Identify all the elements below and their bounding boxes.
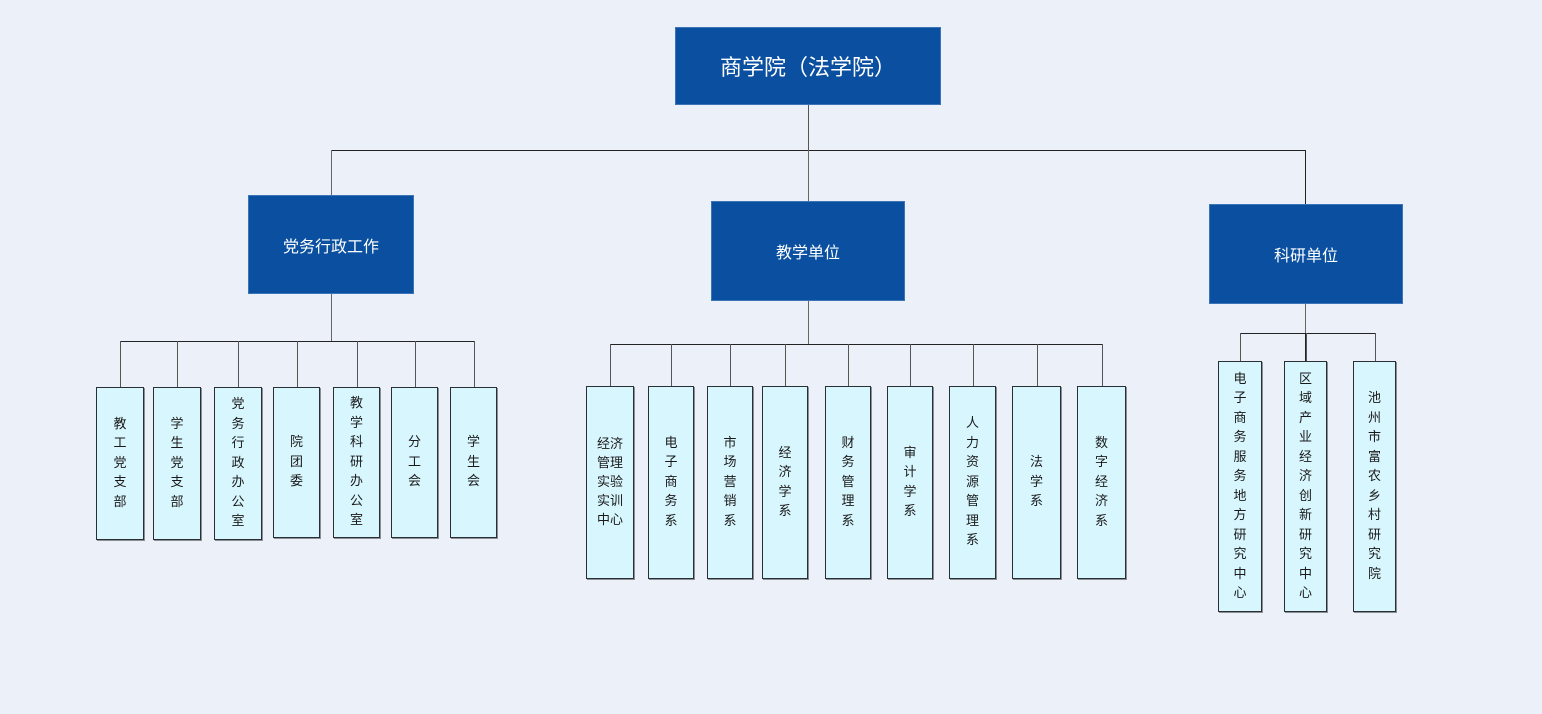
org-unit-label: 电子商务服务地方研究中心	[1233, 371, 1247, 602]
org-unit-box[interactable]: 院团委	[273, 387, 320, 538]
org-unit-label: 区域产业经济创新研究中心	[1298, 371, 1312, 602]
org-unit-box[interactable]: 人力资源管理系	[949, 386, 996, 579]
org-unit-label: 教学科研办公室	[349, 396, 363, 529]
org-unit-label: 经济学系	[778, 445, 792, 520]
org-unit-box[interactable]: 学生党支部	[153, 387, 201, 540]
root-label: 商学院（法学院）	[719, 56, 896, 81]
org-unit-box[interactable]: 电子商务系	[648, 386, 694, 579]
org-unit-label: 审计学系	[903, 445, 917, 520]
org-unit-label: 法学系	[1029, 455, 1043, 510]
branch-label: 科研单位	[1273, 246, 1338, 265]
org-unit-box[interactable]: 池州市富农乡村研究院	[1353, 361, 1396, 612]
org-unit-label: 院团委	[289, 435, 303, 490]
org-unit-label: 教工党支部	[113, 416, 127, 510]
org-unit-box[interactable]: 学生会	[450, 387, 497, 538]
branch-teaching-units[interactable]: 教学单位	[711, 201, 905, 301]
org-unit-label: 学生党支部	[170, 416, 184, 510]
org-unit-label: 人力资源管理系	[965, 416, 979, 549]
org-unit-box[interactable]: 分工会	[391, 387, 438, 538]
org-unit-label: 电子商务系	[664, 435, 678, 529]
branch-party-admin[interactable]: 党务行政工作	[248, 195, 414, 294]
org-unit-label: 学生会	[466, 435, 480, 490]
org-unit-box[interactable]: 法学系	[1012, 386, 1061, 579]
branch-label: 教学单位	[775, 243, 840, 262]
org-unit-box[interactable]: 教工党支部	[96, 387, 144, 540]
org-unit-label: 数字经济系	[1094, 435, 1108, 529]
org-unit-box[interactable]: 区域产业经济创新研究中心	[1284, 361, 1327, 612]
branch-label: 党务行政工作	[282, 236, 379, 256]
org-unit-label: 党务行政办公室	[231, 397, 245, 530]
org-unit-box[interactable]: 财务管理系	[825, 386, 871, 579]
org-unit-label: 财务管理系	[841, 435, 855, 529]
org-unit-box[interactable]: 经济学系	[762, 386, 808, 579]
org-unit-box[interactable]: 党务行政办公室	[214, 387, 262, 540]
root-node[interactable]: 商学院（法学院）	[675, 27, 941, 105]
branch-research-units[interactable]: 科研单位	[1209, 204, 1403, 304]
org-unit-label: 市场营销系	[723, 435, 737, 529]
org-unit-box[interactable]: 数字经济系	[1077, 386, 1126, 579]
org-unit-box[interactable]: 电子商务服务地方研究中心	[1218, 361, 1262, 612]
org-unit-box[interactable]: 市场营销系	[707, 386, 753, 579]
org-unit-label: 分工会	[407, 435, 421, 490]
org-unit-box[interactable]: 审计学系	[887, 386, 933, 579]
org-unit-box[interactable]: 经济管理实验实训中心	[586, 386, 634, 579]
org-unit-box[interactable]: 教学科研办公室	[333, 387, 380, 538]
org-unit-label: 经济管理实验实训中心	[596, 437, 623, 528]
org-unit-label: 池州市富农乡村研究院	[1367, 391, 1381, 582]
